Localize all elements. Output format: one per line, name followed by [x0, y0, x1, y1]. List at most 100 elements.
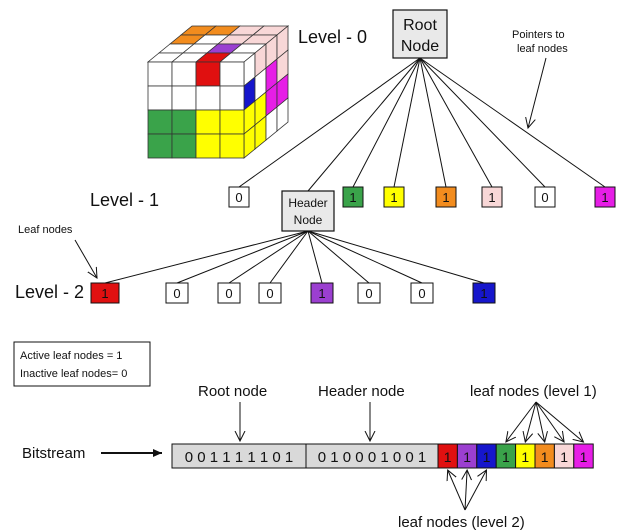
- level2-node-1: [90, 282, 120, 304]
- pointers-arrow: [528, 57, 547, 128]
- legend-box: Active leaf nodes = 1 Inactive leaf node…: [13, 341, 151, 387]
- header-line-2: [176, 230, 309, 284]
- level2-node-7-value: 0: [418, 286, 425, 301]
- level2-node-3: [217, 282, 241, 304]
- header-line-4: [269, 230, 309, 284]
- root-pointer-lines: [238, 57, 606, 192]
- leaf-level1-label: leaf nodes (level 1): [470, 383, 597, 400]
- cube-front-cell: [195, 61, 221, 87]
- level1-node-6: [534, 186, 556, 208]
- cube-front-cell: [147, 61, 173, 87]
- header-line-5: [307, 230, 323, 284]
- level-1-label: Level - 1: [90, 190, 159, 210]
- header-node-box: [281, 190, 335, 232]
- level1-node-5-value: 1: [488, 190, 495, 205]
- bitstream-leaf-6-value: 1: [541, 449, 549, 465]
- level2-node-3-value: 0: [225, 286, 232, 301]
- header-node-stream-label: Header node: [318, 383, 405, 400]
- header-line-7: [307, 230, 423, 284]
- header-node-line1: Header: [288, 196, 327, 210]
- root-node: Root Node: [392, 9, 448, 59]
- cube-front-cell: [171, 61, 197, 87]
- level-2-nodes: 1 0 0 0 1 0 0 1: [90, 282, 496, 304]
- cube-front-cell: [171, 109, 197, 135]
- leaf-level2-arrows: [448, 470, 487, 511]
- header-node: Header Node: [281, 190, 335, 232]
- pointers-label-line1: Pointers to: [512, 29, 565, 41]
- level1-node-4-value: 1: [442, 190, 449, 205]
- level-0-label: Level - 0: [298, 27, 367, 47]
- root-node-stream-label: Root node: [198, 383, 267, 400]
- level2-node-5: [310, 282, 334, 304]
- leaf-nodes-label: Leaf nodes: [18, 224, 73, 236]
- cube-front-cell: [147, 109, 173, 135]
- header-line-6: [307, 230, 370, 284]
- level2-node-1-value: 1: [101, 286, 108, 301]
- level2-node-4: [258, 282, 282, 304]
- level1-node-4: [435, 186, 457, 208]
- level2-node-4-value: 0: [266, 286, 273, 301]
- root-line-6: [419, 57, 546, 188]
- header-line-8: [307, 230, 485, 284]
- level2-node-5-value: 1: [318, 286, 325, 301]
- bitstream-leaf-5-value: 1: [521, 449, 529, 465]
- leaf-level2-label: leaf nodes (level 2): [398, 514, 525, 531]
- level1-node-7: [594, 186, 616, 208]
- level1-node-6-value: 0: [541, 190, 548, 205]
- level2-node-2-value: 0: [173, 286, 180, 301]
- level2-node-6-value: 0: [365, 286, 372, 301]
- pointers-label-line2: leaf nodes: [517, 43, 568, 55]
- cube-front-cell: [171, 85, 197, 111]
- bitstream-leaf-8-value: 1: [580, 449, 588, 465]
- level2-node-8: [472, 282, 496, 304]
- root-line-3: [393, 57, 421, 188]
- root-line-5: [419, 57, 493, 188]
- bitstream-leaf-7-value: 1: [560, 449, 568, 465]
- bitstream-label: Bitstream: [22, 445, 85, 462]
- cube-side-cell: [276, 97, 289, 132]
- header-line-1: [104, 230, 309, 284]
- level-2-label: Level - 2: [15, 282, 84, 302]
- level2-node-6: [357, 282, 381, 304]
- cube-front-cell: [195, 133, 221, 159]
- bitstream-leaf-2-value: 1: [463, 449, 471, 465]
- bitstream-leaf-8: [573, 443, 594, 469]
- legend-frame: [13, 341, 151, 387]
- level1-node-7-value: 1: [601, 190, 608, 205]
- header-node-line2: Node: [294, 213, 323, 227]
- root-line-4: [419, 57, 447, 188]
- bitstream-bits-background: [171, 443, 439, 469]
- header-pointer-lines: [104, 230, 485, 284]
- cube-front-cell: [219, 109, 245, 135]
- root-line-to-header: [307, 57, 421, 192]
- voxel-cube-illustration: [146, 25, 290, 159]
- level2-node-2: [165, 282, 189, 304]
- cube-front-cell: [147, 85, 173, 111]
- level1-node-5: [481, 186, 503, 208]
- level2-node-8-value: 1: [480, 286, 487, 301]
- cube-front-cell: [147, 133, 173, 159]
- root-line-7: [419, 57, 606, 188]
- level1-node-1: [228, 186, 250, 208]
- leaf-nodes-arrow: [74, 239, 97, 278]
- cube-front-cell: [219, 85, 245, 111]
- bitstream-leaf-4-value: 1: [502, 449, 510, 465]
- level1-node-2-value: 1: [349, 190, 356, 205]
- level1-node-3: [383, 186, 405, 208]
- root-node-box: [392, 9, 448, 59]
- leaf-level1-arrow-3: [535, 401, 545, 442]
- leaf-level1-arrows: [506, 401, 584, 442]
- leaf-level1-arrow-1: [506, 401, 537, 442]
- header-line-3: [228, 230, 309, 284]
- root-node-line1: Root: [403, 17, 437, 34]
- cube-front-cell: [195, 109, 221, 135]
- level1-node-2: [342, 186, 364, 208]
- leaf-level1-arrow-4: [535, 401, 564, 442]
- level2-node-7: [410, 282, 434, 304]
- cube-front-cell: [219, 133, 245, 159]
- root-line-1: [238, 57, 421, 188]
- cube-front-cell: [219, 61, 245, 87]
